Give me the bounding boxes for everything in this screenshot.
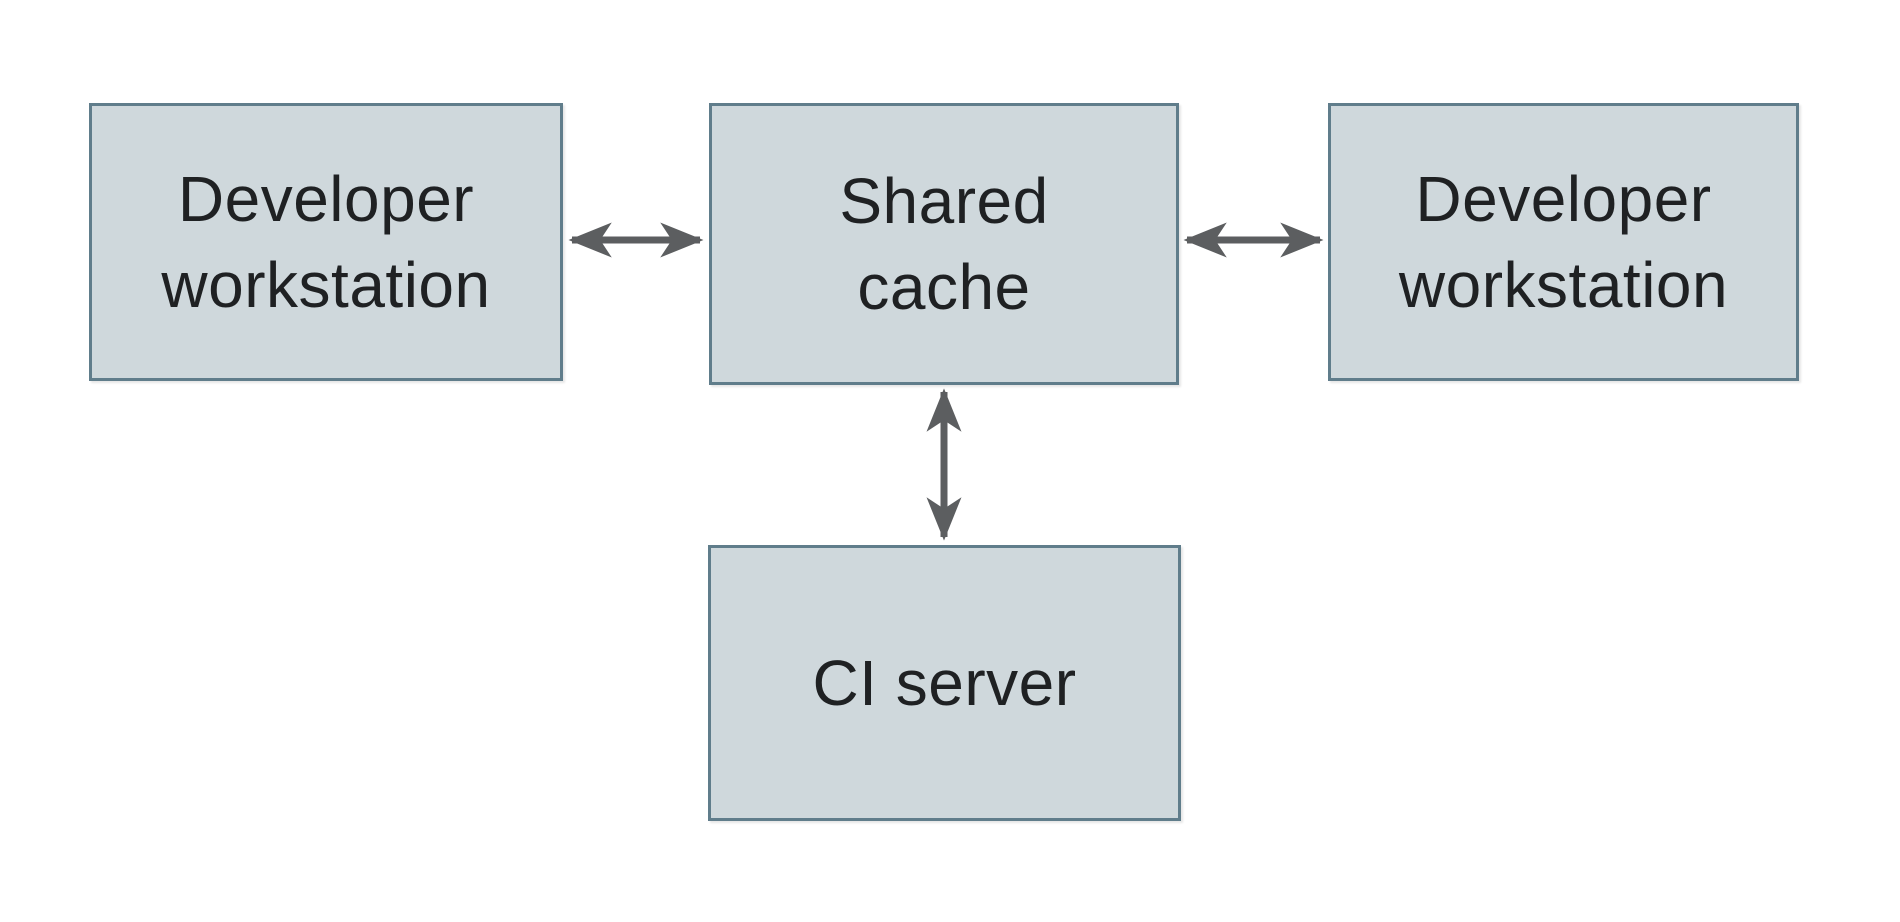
node-label-developer-workstation-right: Developer workstation: [1398, 163, 1729, 321]
node-label-shared-cache: Shared cache: [839, 165, 1049, 323]
node-label-ci-server: CI server: [812, 647, 1077, 719]
node-ci-server: CI server: [708, 545, 1181, 821]
node-shared-cache: Shared cache: [709, 103, 1179, 385]
node-developer-workstation-left: Developer workstation: [89, 103, 563, 381]
node-label-developer-workstation-left: Developer workstation: [161, 163, 491, 321]
node-developer-workstation-right: Developer workstation: [1328, 103, 1799, 381]
